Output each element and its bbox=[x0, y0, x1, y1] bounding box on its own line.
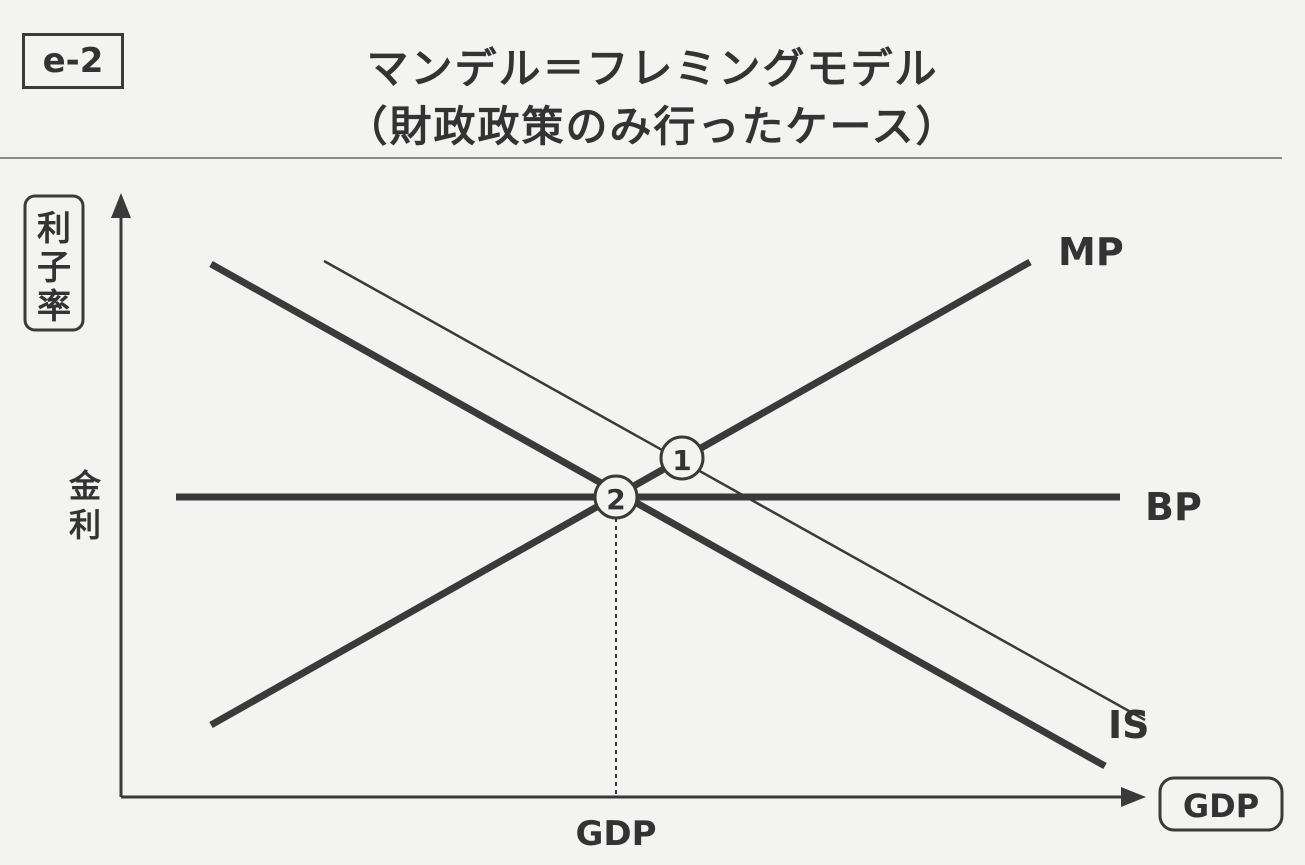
y-axis-label-char-1: 利 bbox=[37, 209, 71, 249]
title-divider bbox=[0, 157, 1282, 159]
point-2-marker bbox=[593, 474, 639, 520]
point-1-label: 1 bbox=[672, 444, 691, 477]
y-axis-label-box bbox=[23, 194, 85, 332]
x-axis-label: GDP bbox=[1183, 787, 1259, 825]
is-line-shifted bbox=[323, 259, 1146, 722]
x-axis-label-box bbox=[1158, 776, 1284, 832]
diagram-title: マンデル＝フレミングモデル （財政政策のみ行ったケース） bbox=[240, 40, 1065, 156]
y-axis-label-char-2: 子 bbox=[37, 248, 71, 288]
figure-badge: e-2 bbox=[22, 33, 124, 89]
bp-label: BP bbox=[1145, 485, 1202, 529]
is-line-original bbox=[209, 260, 1107, 770]
x-axis-arrow bbox=[1121, 787, 1146, 807]
point-2-label: 2 bbox=[606, 483, 625, 516]
gdp-label: GDP bbox=[575, 814, 656, 854]
title-line-2: （財政政策のみ行ったケース） bbox=[345, 102, 960, 151]
y-axis-label-char-3: 率 bbox=[37, 287, 71, 327]
is-label: IS bbox=[1108, 703, 1150, 747]
mp-label: MP bbox=[1058, 230, 1124, 274]
y-axis-arrow bbox=[111, 193, 131, 218]
point-1-marker bbox=[659, 435, 705, 481]
interest-label-char-1: 金 bbox=[68, 467, 102, 505]
interest-label-char-2: 利 bbox=[69, 506, 101, 544]
title-line-1: マンデル＝フレミングモデル bbox=[366, 44, 939, 93]
